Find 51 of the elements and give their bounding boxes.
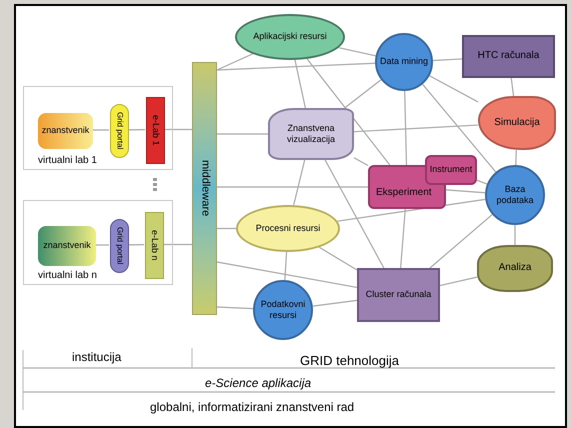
connector-line bbox=[354, 124, 478, 132]
connector-line bbox=[429, 75, 478, 102]
connector-line bbox=[432, 58, 462, 62]
connector-line bbox=[164, 128, 192, 130]
resource-box: HTC računala bbox=[462, 35, 555, 78]
connector-line bbox=[95, 244, 109, 246]
connector-line bbox=[216, 53, 253, 71]
connector-line bbox=[284, 252, 288, 280]
connector-line bbox=[216, 261, 358, 288]
elab-bar: e-Lab 1 bbox=[146, 97, 165, 164]
connector-line bbox=[217, 133, 268, 135]
connector-line bbox=[515, 150, 517, 166]
connector-line bbox=[312, 300, 358, 307]
connector-line bbox=[344, 79, 382, 108]
connector-line bbox=[324, 160, 384, 268]
layer-label: e-Science aplikacija bbox=[205, 375, 312, 392]
instrument-box: Instrument bbox=[425, 155, 477, 185]
connector-line bbox=[217, 228, 236, 230]
layer-label: GRID tehnologija bbox=[300, 352, 399, 370]
connector-line bbox=[476, 180, 488, 185]
connector-line bbox=[354, 157, 368, 166]
lab-frame bbox=[23, 86, 173, 170]
resource-cloud: Znanstvena vizualizacija bbox=[268, 108, 354, 160]
connector-line bbox=[400, 208, 406, 268]
connector-line bbox=[338, 47, 376, 56]
connector-line bbox=[318, 246, 358, 271]
connector-line bbox=[404, 90, 408, 166]
connector-line bbox=[92, 129, 109, 131]
lab-frame bbox=[23, 200, 173, 285]
connector-line bbox=[294, 60, 306, 108]
connector-line bbox=[514, 225, 516, 245]
connector-line bbox=[128, 244, 144, 246]
elab-bar: e-Lab n bbox=[145, 212, 164, 279]
connector-line bbox=[128, 129, 145, 130]
connector-line bbox=[306, 58, 390, 166]
layer-label: globalni, informatizirani znanstveni rad bbox=[150, 399, 354, 416]
resource-box: Cluster računala bbox=[357, 268, 440, 322]
layer-label: institucija bbox=[72, 349, 122, 366]
connector-line bbox=[440, 276, 478, 286]
connector-line bbox=[510, 78, 514, 96]
scientist-box: znanstvenik bbox=[38, 113, 93, 149]
connector-line bbox=[430, 214, 493, 268]
connector-line bbox=[216, 62, 376, 71]
connector-line bbox=[293, 160, 306, 206]
connector-line bbox=[163, 244, 192, 246]
connector-line bbox=[446, 189, 486, 194]
connector-line bbox=[216, 306, 254, 310]
scientist-box: znanstvenik bbox=[38, 226, 96, 266]
middleware-bar: middleware bbox=[192, 62, 217, 315]
connector-line bbox=[217, 186, 368, 188]
connector-line bbox=[422, 84, 496, 172]
